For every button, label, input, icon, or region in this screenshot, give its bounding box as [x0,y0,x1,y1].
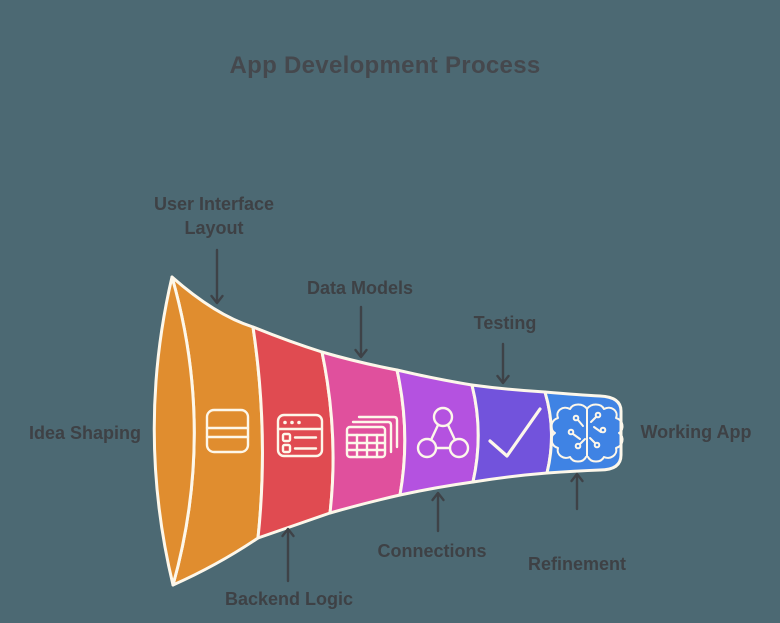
arrow-to-ui-layout [210,248,224,305]
funnel-segment-refinement [543,390,623,475]
arrow-to-connections [431,491,445,533]
funnel-segment-testing [470,383,553,484]
arrow-to-data-models [354,305,368,359]
funnel-segment-connections [395,368,480,497]
stage-label-connections: Connections [377,541,487,561]
stage-label-user-interface-layout: User Interface Layout [153,194,275,238]
stage-label-testing: Testing [473,313,537,333]
arrow-to-testing [496,342,510,385]
stage-label-working-app: Working App [640,422,752,442]
arrow-to-backend-logic [281,527,295,583]
window-list-icon [276,413,324,458]
layout-icon [205,408,250,454]
brain-circuit-icon [550,403,624,463]
arrow-to-refinement [570,472,584,511]
checkmark-icon [488,407,542,458]
stage-label-backend-logic: Backend Logic [224,589,354,609]
funnel-segments [152,275,623,587]
funnel-segment-data-models [320,350,407,515]
stage-label-data-models: Data Models [306,278,414,298]
stacked-tables-icon [345,415,399,459]
network-nodes-icon [416,406,470,459]
stage-label-idea-shaping: Idea Shaping [28,423,142,443]
stage-label-refinement: Refinement [527,554,627,574]
chart-title: App Development Process [229,52,541,79]
funnel-mouth [152,275,196,587]
